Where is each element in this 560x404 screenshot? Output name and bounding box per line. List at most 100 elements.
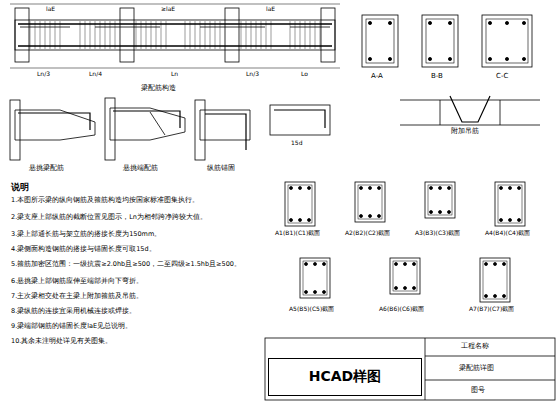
stirrup: [90, 21, 91, 49]
stirrup: [215, 21, 216, 49]
drawing-label: A-A: [370, 72, 384, 80]
stirrup: [261, 21, 262, 49]
stirrup: [271, 21, 272, 49]
stirrup: [483, 261, 507, 299]
drawing-label: A3(B3)(C3)截面: [414, 230, 461, 237]
stirrup: [156, 21, 157, 49]
stirrup: [290, 21, 291, 49]
drawing-label: A2(B2)(C2)截面: [344, 230, 391, 237]
rebar-dot: [305, 263, 308, 266]
section-outline: [285, 182, 315, 226]
stirrup: [256, 21, 257, 49]
rebar-dot: [488, 21, 491, 24]
note-line: 3.梁上部通长筋与架立筋的搭接长度为150mm。: [10, 231, 262, 238]
section-outline: [422, 15, 458, 67]
rebar-dot: [299, 187, 302, 190]
stirrup: [45, 21, 46, 49]
drawing-label: Ln/3: [245, 71, 260, 78]
stirrup: [241, 21, 242, 49]
rebar-dot: [503, 295, 506, 298]
drawing-label: A6(B6)(C6)截面: [378, 306, 425, 313]
stirrup: [315, 21, 316, 49]
drawing-label: Lo: [300, 71, 309, 78]
stirrup: [393, 261, 417, 291]
rebar-dot: [428, 57, 431, 60]
stirrup: [303, 261, 327, 295]
rebar-dot: [509, 219, 512, 222]
stirrup: [300, 21, 301, 49]
rebar-dot: [448, 187, 451, 190]
dimension-line: [10, 4, 340, 5]
note-line: 8.梁纵筋的连接宜采用机械连接或焊接。: [10, 308, 262, 315]
stirrup: [266, 21, 267, 49]
stirrup: [55, 21, 56, 49]
rebar-dot: [368, 57, 371, 60]
rebar-dot: [505, 21, 508, 24]
rebar-dot: [378, 215, 381, 218]
support-rebar: [200, 27, 265, 28]
rebar-dot: [368, 21, 371, 24]
rebar-dot: [323, 263, 326, 266]
rebar-dot: [395, 287, 398, 290]
stirrup: [151, 21, 152, 49]
drawing-label: A4(B4)(C4)截面: [484, 230, 531, 237]
rebar: [205, 114, 246, 150]
rebar-dot: [299, 219, 302, 222]
rebar-dot: [430, 211, 433, 214]
drawing-label: laE: [265, 6, 276, 13]
stirrup: [305, 21, 306, 49]
rebar-dot: [430, 187, 433, 190]
stirrup: [210, 21, 211, 49]
rebar-dot: [503, 263, 506, 266]
note-line: 9.梁端部钢筋的锚固长度laE见总说明。: [10, 323, 262, 330]
rebar-dot: [439, 211, 442, 214]
stirrup: [85, 21, 86, 49]
table-line: [425, 338, 426, 400]
rebar: [274, 110, 325, 128]
stirrup: [205, 21, 206, 49]
stirrup: [166, 21, 167, 49]
section-outline: [355, 182, 385, 222]
stirrup: [358, 185, 382, 219]
stirrup: [486, 19, 528, 63]
drawing-label: A7(B7)(C7)截面: [468, 306, 515, 313]
rebar-dot: [369, 187, 372, 190]
drawing-label: C-C: [495, 72, 509, 80]
rebar-dot: [388, 21, 391, 24]
drawing-label: 悬挑端配筋: [122, 165, 159, 172]
column: [120, 8, 134, 62]
rebar-dot: [404, 263, 407, 266]
table-line: [425, 380, 555, 381]
rebar-dot: [388, 57, 391, 60]
rebar-dot: [395, 263, 398, 266]
drawing-label: 梁配筋详图: [458, 364, 495, 372]
column: [225, 8, 239, 62]
drawing-label: ≥laE: [160, 6, 176, 13]
stirrup: [320, 21, 321, 49]
beam-outline: [15, 20, 335, 50]
column: [321, 8, 335, 62]
cantilever-beam: [15, 110, 95, 140]
rebar: [113, 111, 180, 128]
top-rebar: [18, 23, 332, 24]
rebar: [150, 112, 165, 135]
section-outline: [482, 15, 532, 67]
drawing-label: laE: [45, 6, 56, 13]
rebar-dot: [305, 291, 308, 294]
stirrup: [115, 21, 116, 49]
drawing-label: B-B: [430, 72, 444, 80]
rebar-dot: [308, 187, 311, 190]
drawing-label: 悬挑梁配筋: [28, 165, 65, 172]
stirrup: [110, 21, 111, 49]
note-line: 10.其余未注明处详见有关图集。: [10, 338, 262, 345]
rebar-dot: [413, 287, 416, 290]
rebar-dot: [500, 187, 503, 190]
stirrup: [95, 21, 96, 49]
rebar: [18, 113, 90, 130]
rebar-dot: [500, 219, 503, 222]
section-outline: [480, 258, 510, 302]
section-outline: [495, 182, 525, 226]
rebar-dot: [360, 215, 363, 218]
stirrup: [185, 21, 186, 49]
note-line: 2.梁支座上部纵筋的截断位置见图示，Ln为相邻跨净跨较大值。: [10, 214, 262, 221]
